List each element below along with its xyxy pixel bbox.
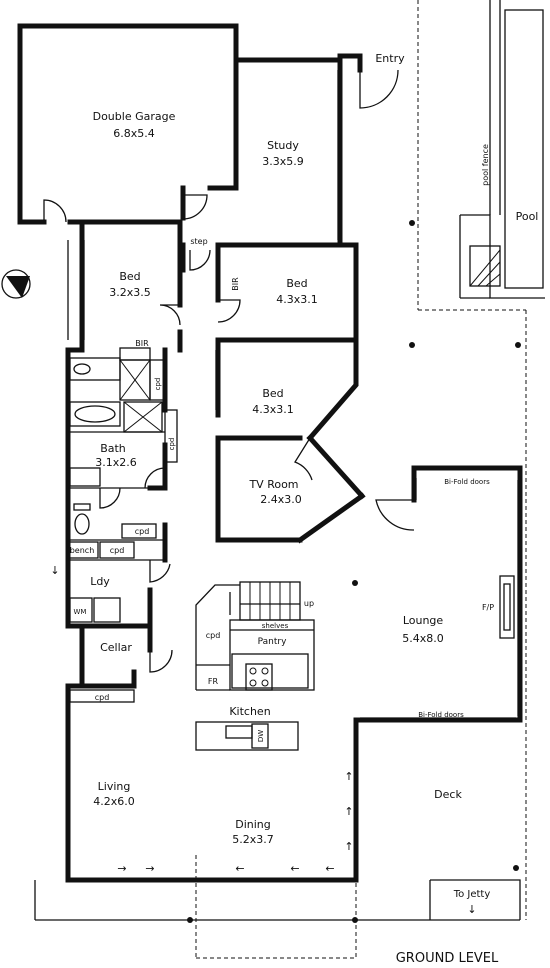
cellar-label: Cellar bbox=[100, 641, 132, 654]
ground-level-caption: GROUND LEVEL bbox=[396, 951, 499, 966]
flow-arrow-5: ← bbox=[325, 862, 334, 875]
cpd-label-3: cpd bbox=[135, 527, 150, 536]
living-size: 4.2x6.0 bbox=[93, 795, 135, 808]
ldy-arrow: ↓ bbox=[50, 564, 59, 577]
lounge-name: Lounge bbox=[403, 614, 444, 627]
study-name: Study bbox=[267, 139, 299, 152]
lounge-size: 5.4x8.0 bbox=[402, 632, 444, 645]
up-label: up bbox=[304, 599, 314, 608]
bed1-name: Bed bbox=[119, 270, 140, 283]
ldy-label: Ldy bbox=[90, 575, 110, 588]
tv-room-size: 2.4x3.0 bbox=[260, 493, 302, 506]
jetty-arrow: ↓ bbox=[467, 903, 476, 916]
pantry-label: Pantry bbox=[258, 637, 287, 647]
room-labels: Double Garage 6.8x5.4 Study 3.3x5.9 Entr… bbox=[90, 52, 538, 846]
flow-arrow-4: ← bbox=[290, 862, 299, 875]
flow-arrow-8: ↑ bbox=[344, 840, 353, 853]
shelves-label: shelves bbox=[262, 622, 289, 630]
bir2-label: BIR bbox=[231, 277, 240, 291]
wm-label: WM bbox=[74, 608, 87, 616]
flow-arrow-3: ← bbox=[235, 862, 244, 875]
flow-arrow-1: → bbox=[117, 862, 126, 875]
bed3-size: 4.3x3.1 bbox=[252, 403, 294, 416]
bir1-label: BIR bbox=[135, 339, 149, 348]
fp-label: F/P bbox=[482, 603, 494, 612]
cpd-label-4: cpd bbox=[110, 546, 125, 555]
garage-name: Double Garage bbox=[93, 110, 176, 123]
bath-size: 3.1x2.6 bbox=[95, 456, 137, 469]
pool-fence-label: pool fence bbox=[481, 144, 490, 186]
tv-room-name: TV Room bbox=[248, 478, 298, 491]
dw-label: DW bbox=[257, 730, 265, 742]
bifold-doors-label-1: Bi-Fold doors bbox=[444, 478, 490, 486]
garage-size: 6.8x5.4 bbox=[113, 127, 155, 140]
bed2-name: Bed bbox=[286, 277, 307, 290]
cpd-label-5: cpd bbox=[95, 693, 110, 702]
interior-details bbox=[1, 69, 521, 923]
cpd-label-2: cpd bbox=[168, 438, 176, 451]
study-size: 3.3x5.9 bbox=[262, 155, 304, 168]
site-boundary bbox=[195, 0, 527, 960]
bed2-size: 4.3x3.1 bbox=[276, 293, 318, 306]
bifold-doors-label-2: Bi-Fold doors bbox=[418, 711, 464, 719]
bed3-name: Bed bbox=[262, 387, 283, 400]
bed1-size: 3.2x3.5 bbox=[109, 286, 151, 299]
walls bbox=[17, 23, 523, 883]
flow-arrow-2: → bbox=[145, 862, 154, 875]
kitchen-label: Kitchen bbox=[229, 705, 270, 718]
flow-arrow-7: ↑ bbox=[344, 805, 353, 818]
flow-arrow-6: ↑ bbox=[344, 770, 353, 783]
jetty-label: To Jetty bbox=[453, 889, 491, 900]
deck-label: Deck bbox=[434, 788, 462, 801]
annotations: cpd cpd cpd bench cpd WM cpd cpd FR DW F… bbox=[50, 378, 499, 966]
living-name: Living bbox=[98, 780, 131, 793]
bench-label: bench bbox=[70, 546, 95, 555]
bath-name: Bath bbox=[100, 442, 126, 455]
fr-label: FR bbox=[208, 677, 219, 686]
pool-area bbox=[459, 0, 545, 299]
dining-name: Dining bbox=[235, 818, 271, 831]
dining-size: 5.2x3.7 bbox=[232, 833, 274, 846]
pool-label: Pool bbox=[516, 210, 539, 223]
cpd-label-1: cpd bbox=[154, 378, 162, 391]
entry-label: Entry bbox=[375, 52, 405, 65]
cpd-label-6: cpd bbox=[206, 631, 221, 640]
step-label: step bbox=[190, 237, 207, 246]
